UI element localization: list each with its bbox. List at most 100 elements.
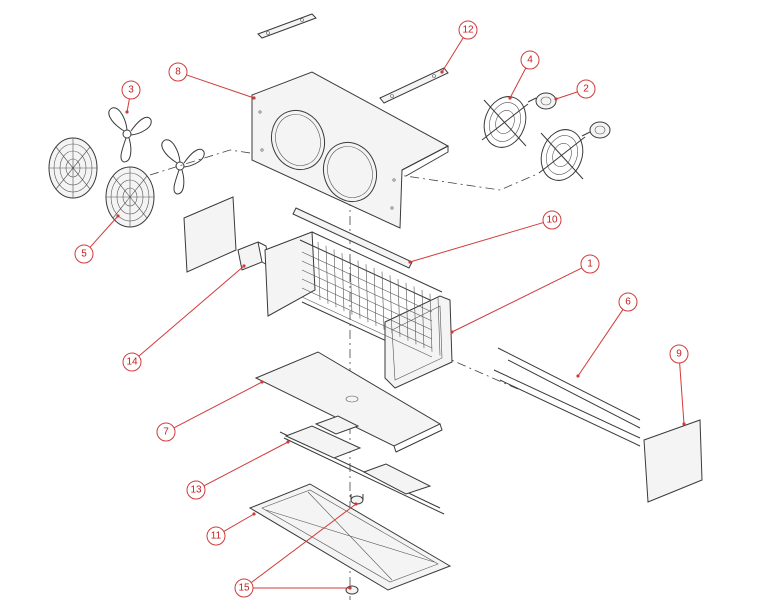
- coil-fin: [373, 267, 377, 326]
- callout-number-2: 2: [583, 84, 589, 95]
- callout-bubble-9: [669, 344, 689, 364]
- callout-6: 6: [618, 292, 638, 312]
- fan-blade-lower: [161, 139, 205, 195]
- leader-line-1: [451, 267, 583, 333]
- fan-guard-right-upper: [481, 96, 529, 148]
- leader-line-14: [138, 265, 245, 357]
- strip: [292, 207, 413, 269]
- coil-tube: [301, 251, 433, 313]
- callout-13: 13: [186, 480, 206, 500]
- fan-guard-right-lower: [538, 129, 586, 181]
- leader-tip-11: [252, 512, 256, 516]
- leader-line-2: [555, 91, 578, 100]
- fan-motor-upper: [527, 92, 557, 110]
- callout-number-3: 3: [128, 85, 134, 96]
- coil-fin: [397, 278, 401, 338]
- coil-fin: [405, 282, 409, 341]
- callout-bubble-2: [576, 79, 596, 99]
- coil-fin: [413, 286, 417, 345]
- drain-fitting: [345, 585, 359, 595]
- leader-tip-10: [408, 260, 412, 264]
- callout-15: 15: [234, 578, 254, 598]
- callout-bubble-1: [580, 254, 600, 274]
- callout-1: 1: [580, 254, 600, 274]
- heater-rods: [493, 347, 641, 447]
- leader-line-11: [223, 513, 255, 532]
- callout-bubble-12: [458, 20, 478, 40]
- callout-bubble-10: [542, 210, 562, 230]
- left-side-panel: [183, 196, 237, 273]
- leader-line-3: [126, 98, 130, 113]
- drip-tray: [248, 483, 452, 591]
- leader-tip-3: [125, 110, 129, 114]
- callout-number-9: 9: [676, 349, 682, 360]
- coil-tube: [301, 278, 433, 340]
- callout-14: 14: [122, 352, 142, 372]
- coil-fin: [389, 275, 393, 334]
- callout-bubble-15: [234, 578, 254, 598]
- callout-number-6: 6: [625, 297, 631, 308]
- callout-number-8: 8: [175, 67, 181, 78]
- callout-bubble-8: [168, 62, 188, 82]
- leader-line-7: [173, 381, 263, 429]
- callout-number-15: 15: [238, 583, 250, 594]
- coil-fin: [429, 293, 433, 352]
- leader-line-4: [509, 67, 527, 99]
- leader-tip-9: [682, 422, 686, 426]
- coil-fin: [341, 253, 345, 312]
- tray-heaters: [279, 415, 445, 515]
- leader-line-12: [441, 37, 464, 73]
- callout-number-4: 4: [527, 55, 533, 66]
- coil-fin: [357, 260, 361, 319]
- coil-fin: [325, 245, 329, 304]
- coil-fin: [365, 264, 369, 323]
- callout-number-5: 5: [81, 249, 87, 260]
- leader-line-5: [89, 215, 119, 248]
- fan-motor-lower: [581, 121, 611, 139]
- leader-line-10: [409, 222, 544, 263]
- callout-bubble-11: [206, 526, 226, 546]
- coil-tube: [301, 296, 433, 358]
- coil-fin: [333, 249, 337, 308]
- leader-line-9: [679, 362, 685, 425]
- coil-fin: [381, 271, 385, 330]
- fan-guard-left-upper: [48, 137, 98, 199]
- leader-tip-1: [450, 330, 454, 334]
- coil-tube: [301, 260, 433, 322]
- callout-9: 9: [669, 344, 689, 364]
- callout-bubble-3: [121, 80, 141, 100]
- leader-line-13: [203, 441, 289, 487]
- end-panel: [643, 419, 703, 503]
- callout-number-12: 12: [462, 25, 474, 36]
- callout-bubble-6: [618, 292, 638, 312]
- leader-tip-5: [116, 214, 120, 218]
- leader-tip-14: [242, 264, 246, 268]
- callout-number-14: 14: [126, 357, 138, 368]
- leader-tip-15-b: [348, 586, 352, 590]
- callout-number-1: 1: [587, 259, 593, 270]
- coil-fin: [317, 241, 321, 301]
- callout-bubble-4: [520, 50, 540, 70]
- callout-bubble-14: [122, 352, 142, 372]
- callout-4: 4: [520, 50, 540, 70]
- callout-leaders: [89, 37, 686, 590]
- callout-number-10: 10: [546, 215, 558, 226]
- callout-bubble-5: [74, 244, 94, 264]
- leader-tip-6: [576, 374, 580, 378]
- fan-guard-left-lower: [105, 166, 155, 228]
- top-mounting-bracket: [257, 13, 317, 39]
- callout-7: 7: [156, 422, 176, 442]
- leader-tip-4: [508, 96, 512, 100]
- leader-tip-7: [260, 380, 264, 384]
- callout-bubble-7: [156, 422, 176, 442]
- evaporator-coil: [264, 231, 453, 389]
- coil-fin: [437, 297, 441, 356]
- leader-tip-12: [440, 70, 444, 74]
- mounting-rail: [379, 67, 449, 104]
- leader-line-6: [577, 309, 624, 377]
- callout-bubble-13: [186, 480, 206, 500]
- leader-tip-2: [554, 97, 558, 101]
